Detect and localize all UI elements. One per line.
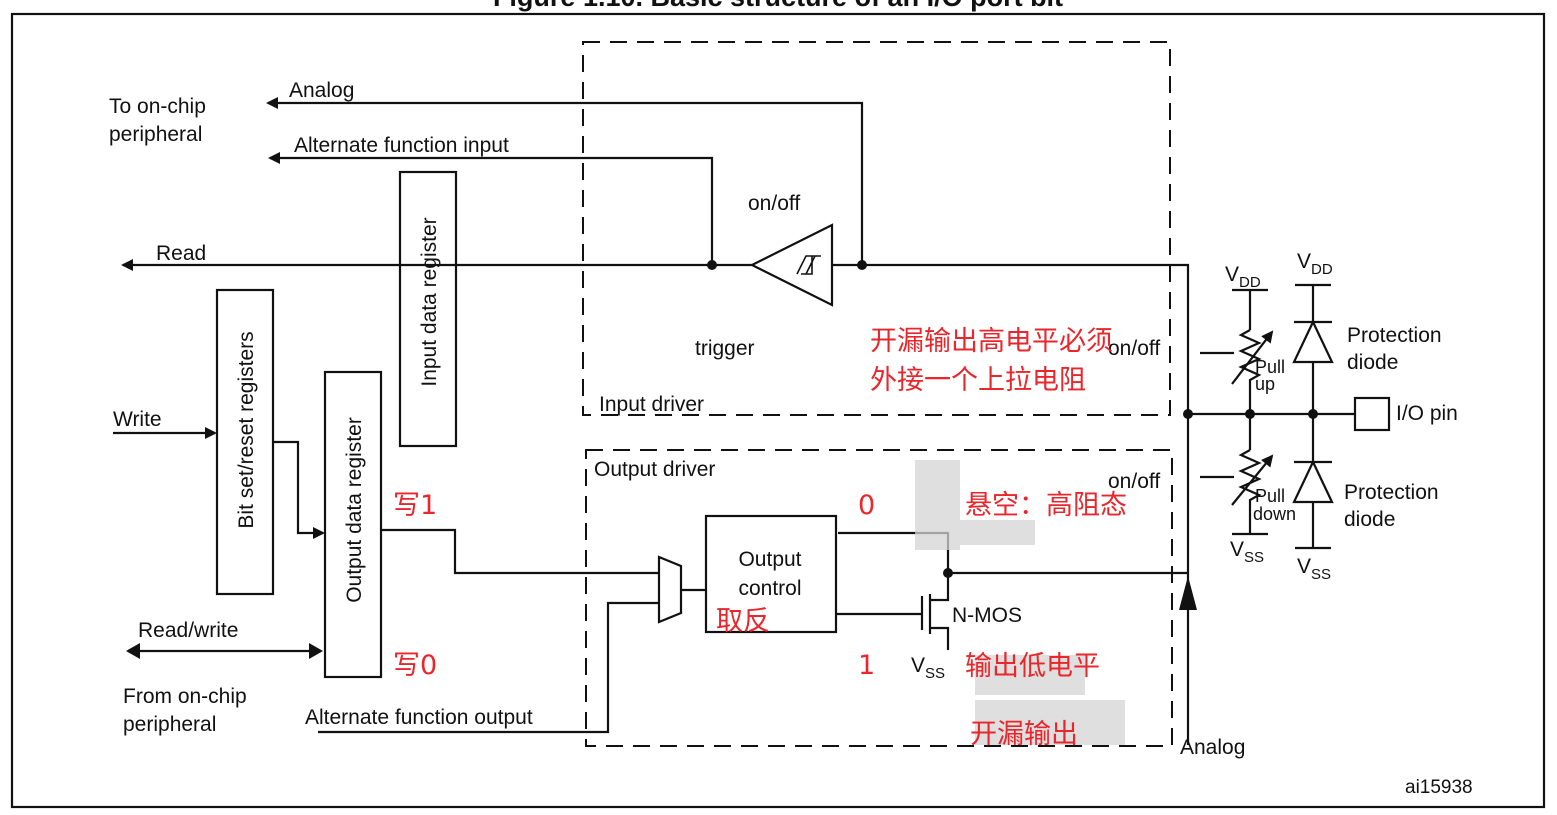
vdd-pullup-label: VDD [1225,263,1261,291]
alt-fn-input-line [268,152,714,265]
junction-dot [707,260,717,270]
io-pin-pad [1353,396,1391,432]
pullup-resistor [1238,329,1262,386]
odr-to-mux-line [381,528,659,575]
to-onchip-label-2: peripheral [109,123,202,146]
vss-diode-label: VSS [1297,555,1331,583]
pull-down-label-1: Pull [1255,486,1285,506]
hysteresis-icon [796,255,821,275]
nmos-label: N-MOS [952,604,1022,627]
outer-frame [10,12,1546,809]
protection-diode-top-label-1: Protection [1347,324,1442,347]
analog-top-label: Analog [289,79,354,102]
junction-dot [857,260,867,270]
junction-dot [1183,409,1193,419]
bsrr-to-odr-line [273,440,325,539]
pulldown-on-off-label: on/off [1108,470,1160,493]
protection-diode-bottom-label-2: diode [1344,508,1395,531]
pull-up-label-1: Pull [1255,357,1285,377]
alt-fn-output-label: Alternate function output [305,706,533,729]
from-onchip-label-2: peripheral [123,713,216,736]
trigger-label: trigger [695,337,755,360]
alt-fn-output-line [318,601,659,734]
pullup-variable-arrow [1231,330,1274,385]
protection-diode-top [1292,319,1334,364]
label-part: V [1297,555,1311,578]
bit-set-reset-label: Bit set/reset registers [235,331,258,528]
vss-nmos-label: VSS [911,654,945,682]
output-control-label-2: control [738,577,801,600]
zero-note: 0 [858,490,875,521]
schmitt-trigger [749,223,834,307]
protection-diode-top-label-2: diode [1347,351,1398,374]
analog-output-arrow [1179,576,1197,610]
one-note: 1 [858,650,875,681]
input-data-register-box [398,170,458,448]
input-data-register-label: Input data register [418,217,441,386]
figure-title: Figure 1.10. Basic structure of an I/O p… [493,0,1063,12]
open-drain-note-1: 开漏输出高电平必须 [870,326,1113,357]
read-write-arrow-right [309,643,323,659]
write-label: Write [113,408,162,431]
read-label: Read [156,242,206,265]
vdd-diode-label: VDD [1297,250,1333,278]
label-part: DD [1311,261,1333,278]
label-part: V [1297,250,1311,273]
output-control-label-1: Output [738,548,801,571]
label-part: SS [925,665,945,682]
open-drain-output-note: 开漏输出 [970,719,1078,750]
label-part: V [1230,538,1244,561]
floating-note: 悬空：高阻态 [965,490,1127,521]
input-driver-box [582,41,1171,416]
output-data-register-box [323,370,383,679]
from-onchip-label-1: From on-chip [123,685,247,708]
label-part: SS [1244,549,1264,566]
pull-up-label-2: up [1255,374,1275,394]
read-write-arrow-left [126,643,140,659]
output-control-box [704,514,838,634]
blur-patch [975,700,1125,745]
label-part: SS [1311,566,1331,583]
output-mux [657,555,683,624]
figure-id-label: ai15938 [1405,777,1473,798]
input-driver-label: Input driver [599,393,704,416]
open-drain-note-2: 外接一个上拉电阻 [870,365,1086,396]
alt-fn-input-label: Alternate function input [294,134,509,157]
protection-diode-bottom [1292,459,1334,504]
label-part: DD [1239,274,1261,291]
nmos-drain-source [930,573,950,650]
output-driver-box [585,449,1173,747]
blur-patch [960,520,1035,545]
blur-patch [975,655,1085,695]
trigger-on-off-label: on/off [748,192,800,215]
pullup-on-off-label: on/off [1108,337,1160,360]
output-data-register-label: Output data register [343,417,366,603]
io-pin-label: I/O pin [1396,402,1458,425]
pulldown-variable-arrow [1231,454,1274,506]
label-part: V [911,654,925,677]
to-onchip-label-1: To on-chip [109,95,206,118]
vss-pulldown-label: VSS [1230,538,1264,566]
write-1-note: 写1 [393,490,437,521]
trigger-output-line [832,263,1190,414]
invert-note: 取反 [716,606,770,637]
pull-down-label-2: down [1253,504,1296,524]
read-write-label: Read/write [138,619,238,642]
analog-input-line [266,97,864,265]
blur-patch [915,460,960,550]
output-low-note: 输出低电平 [965,651,1100,682]
analog-bottom-label: Analog [1180,736,1245,759]
label-part: V [1225,263,1239,286]
pulldown-resistor [1238,449,1262,505]
output-driver-label: Output driver [594,458,715,481]
bit-set-reset-box [215,288,275,596]
write-0-note: 写0 [393,650,437,681]
protection-diode-bottom-label-1: Protection [1344,481,1439,504]
